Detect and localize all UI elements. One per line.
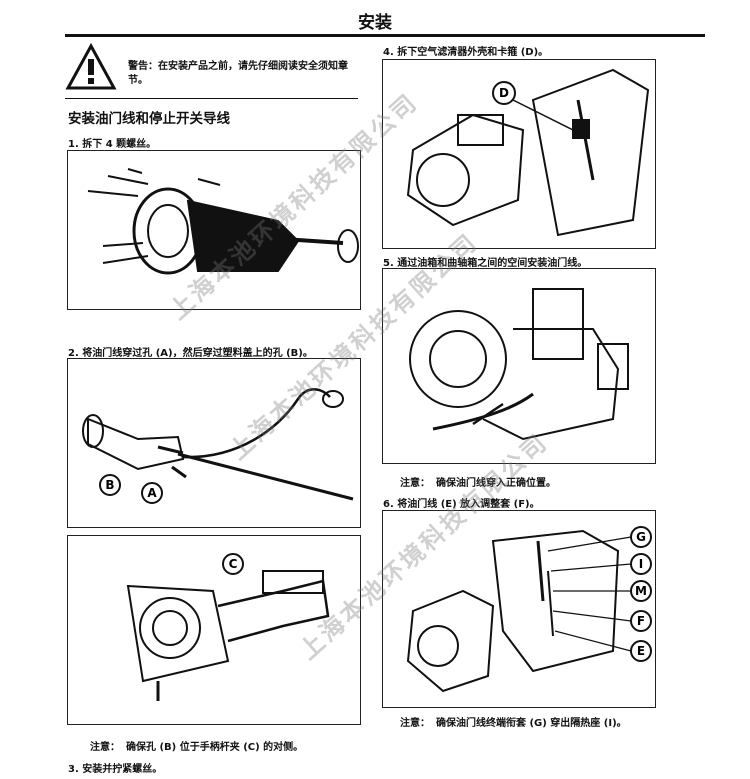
- callout-b: B: [105, 478, 114, 492]
- figure-route-cable: [382, 268, 656, 464]
- note-text-3: 确保油门线终端衔套 (G) 穿出隔热座 (I)。: [436, 718, 627, 729]
- warning-triangle-icon: [65, 42, 117, 90]
- figure-air-filter: D: [382, 59, 656, 249]
- section-heading: 安装油门线和停止开关导线: [68, 111, 230, 127]
- figure-remove-screws: [67, 150, 361, 310]
- note-terminal-sleeve: 注意： 确保油门线终端衔套 (G) 穿出隔热座 (I)。: [400, 714, 627, 729]
- figure-route-throttle: B A: [67, 358, 361, 528]
- step-1: 1. 拆下 4 颗螺丝。: [68, 139, 157, 150]
- warning-block: [65, 42, 355, 95]
- warning-label: 警告：: [128, 61, 158, 72]
- callout-i: I: [639, 557, 643, 571]
- note-correct-position: 注意： 确保油门线穿入正确位置。: [400, 474, 556, 489]
- warning-body: 在安装产品之前，请先仔细阅读安全须知章节。: [128, 61, 348, 86]
- warning-rule: [65, 98, 358, 99]
- step-2: 2. 将油门线穿过孔 (A)，然后穿过塑料盖上的孔 (B)。: [68, 348, 313, 359]
- step-4: 4. 拆下空气滤清器外壳和卡箍 (D)。: [383, 47, 549, 58]
- callout-m: M: [635, 584, 647, 598]
- callout-c: C: [229, 557, 238, 571]
- note-hole-b: 注意： 确保孔 (B) 位于手柄杆夹 (C) 的对侧。: [90, 738, 303, 753]
- figure-adjust-sleeve: G I M F E: [382, 510, 656, 708]
- callout-d: D: [499, 86, 509, 100]
- warning-text: 警告：在安装产品之前，请先仔细阅读安全须知章节。: [128, 60, 360, 88]
- note-label-3: 注意：: [400, 718, 430, 729]
- step-5: 5. 通过油箱和曲轴箱之间的空间安装油门线。: [383, 258, 588, 269]
- callout-e: E: [637, 644, 645, 658]
- page-title: 安装: [358, 13, 392, 33]
- note-text-2: 确保油门线穿入正确位置。: [436, 478, 556, 489]
- step-3: 3. 安装并拧紧螺丝。: [68, 764, 163, 775]
- note-label-2: 注意：: [400, 478, 430, 489]
- title-rule: [65, 34, 705, 37]
- step-6: 6. 将油门线 (E) 放入调整套 (F)。: [383, 499, 540, 510]
- callout-a: A: [147, 486, 157, 500]
- callout-f: F: [637, 614, 645, 628]
- figure-clamp: C: [67, 535, 361, 725]
- callout-g: G: [636, 530, 646, 544]
- note-label: 注意：: [90, 742, 120, 753]
- note-text: 确保孔 (B) 位于手柄杆夹 (C) 的对侧。: [126, 742, 304, 753]
